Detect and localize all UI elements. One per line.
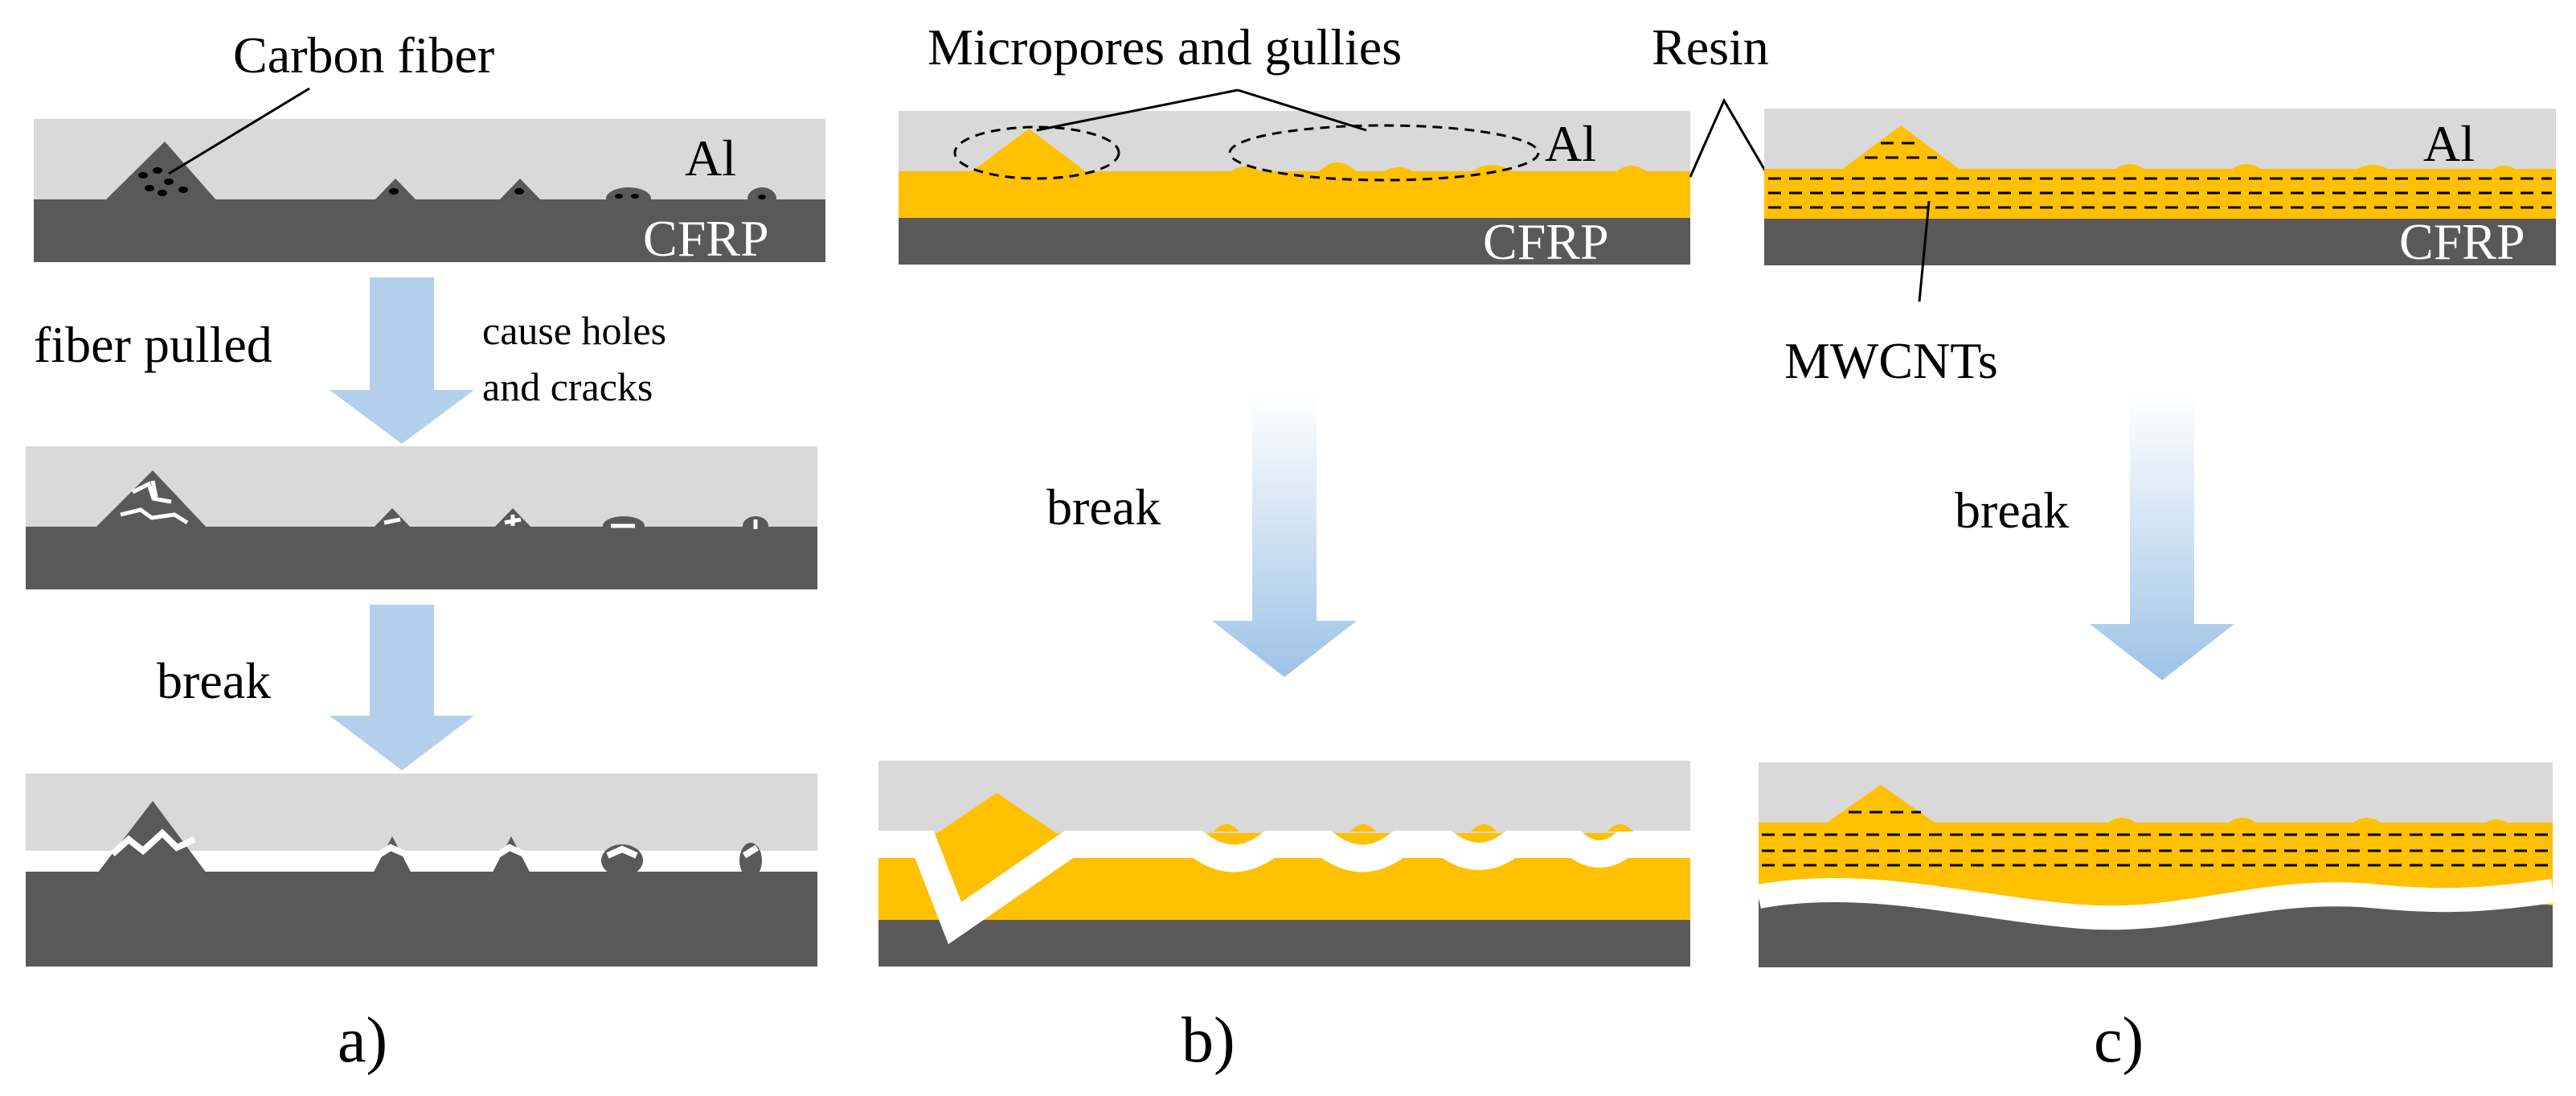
- resin-bumps: [1230, 162, 1648, 172]
- cfrp-layer: [878, 920, 1690, 967]
- down-arrow: [330, 277, 474, 444]
- panel-c-broken-laminate: [1756, 762, 2554, 967]
- panel-c-label: c): [2094, 1005, 2144, 1076]
- carbon-fiber-leader: [168, 87, 310, 175]
- cause-holes-label: cause holes: [482, 308, 666, 353]
- fiber-peak: [373, 508, 412, 528]
- break-label: break: [157, 652, 271, 709]
- down-arrow: [1212, 394, 1357, 677]
- resin-leader: [1689, 97, 1767, 178]
- holes-and-cracks: [120, 480, 758, 529]
- resin-layer: [899, 171, 1690, 218]
- micropore-region-ellipse: [953, 125, 1120, 180]
- al-label: Al: [2423, 115, 2475, 172]
- mwcnt-dashes: [1768, 142, 2552, 209]
- break-label: break: [1955, 482, 2069, 539]
- panel-a: Carbon fiber Al CFRP fiber pulled cause …: [26, 27, 825, 1076]
- and-cracks-label: and cracks: [482, 364, 653, 409]
- resin-label: Resin: [1652, 18, 1769, 76]
- panel-b-initial-laminate: Micropores and gullies Al CFRP: [899, 18, 1690, 270]
- panel-b: Micropores and gullies Al CFRP Resin bre…: [878, 18, 1769, 1076]
- mwcnts-leader: [1918, 200, 1931, 302]
- panel-a-initial-laminate: Carbon fiber Al CFRP: [34, 27, 825, 267]
- micropores-label: Micropores and gullies: [928, 18, 1402, 76]
- resin-peak: [932, 793, 1061, 836]
- cfrp-label: CFRP: [1483, 213, 1609, 270]
- al-label: Al: [685, 129, 736, 187]
- cfrp-layer: [26, 870, 817, 967]
- panel-c-initial-laminate: MWCNTs Al CFRP: [1764, 109, 2556, 389]
- micropores-leader: [1036, 88, 1239, 132]
- panel-b-broken-laminate: [878, 761, 1690, 967]
- mwcnts-label: MWCNTs: [1784, 332, 1998, 389]
- al-label: Al: [1545, 115, 1596, 172]
- fiber-pulled-label: fiber pulled: [34, 316, 272, 373]
- carbon-fiber-label: Carbon fiber: [233, 27, 494, 84]
- micropores-leader: [1237, 88, 1367, 132]
- panel-c: MWCNTs Al CFRP break c): [1756, 109, 2556, 1076]
- fiber-bump: [606, 187, 651, 210]
- panel-a-label: a): [338, 1005, 387, 1076]
- panel-b-label: b): [1182, 1005, 1235, 1076]
- fiber-peak: [490, 836, 532, 876]
- cfrp-layer: [899, 218, 1690, 265]
- mwcnt-dashes: [1762, 811, 2549, 867]
- cfrp-layer: [34, 199, 825, 262]
- panel-a-fiber-pulled-laminate: [26, 446, 817, 589]
- fiber-peak: [371, 836, 413, 876]
- resin-peak: [1841, 125, 1961, 170]
- resin-peak: [1824, 785, 1937, 824]
- fiber-dots: [138, 167, 766, 199]
- fracture-cracks: [110, 828, 760, 859]
- fracture-path: [1756, 877, 2554, 930]
- cfrp-layer: [26, 527, 817, 589]
- down-arrow: [330, 605, 474, 770]
- gully-region-ellipse: [1228, 124, 1540, 182]
- resin-peak: [971, 129, 1087, 172]
- fracture-path: [878, 831, 1690, 945]
- panel-a-broken-laminate: [26, 774, 817, 967]
- cfrp-label: CFRP: [2399, 213, 2525, 270]
- cfrp-layer: [1764, 219, 2556, 265]
- break-label: break: [1046, 478, 1161, 536]
- down-arrow: [2090, 396, 2234, 680]
- cfrp-label: CFRP: [643, 210, 769, 267]
